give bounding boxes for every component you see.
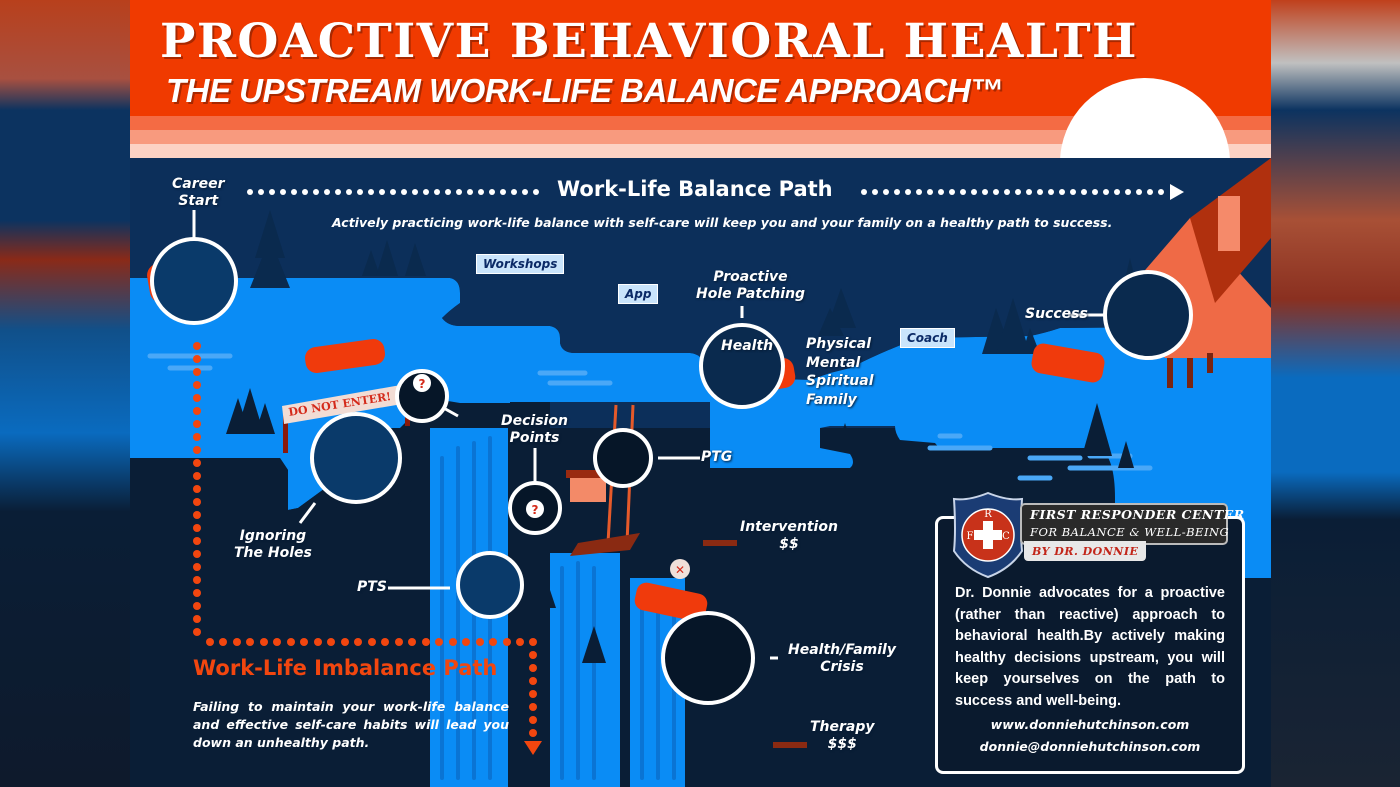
imbalance-path-description: Failing to maintain your work-life balan… <box>193 699 509 750</box>
header-stripe <box>130 130 1271 144</box>
email-link[interactable]: donnie@donniehutchinson.com <box>979 739 1201 754</box>
header-stripe <box>130 144 1271 158</box>
badge-letter: R <box>984 509 992 520</box>
header-stripe <box>130 116 1271 130</box>
page-subtitle: THE UPSTREAM WORK-LIFE BALANCE APPROACH™ <box>166 72 1003 109</box>
balance-path-description: Actively practicing work-life balance wi… <box>332 215 1113 230</box>
health-dimensions-list: Physical Mental Spiritual Family <box>806 336 874 408</box>
therapy-label: Therapy $$$ <box>810 719 875 752</box>
poster-header: PROACTIVE BEHAVIORAL HEALTH THE UPSTREAM… <box>130 0 1271 158</box>
blurred-background-right <box>1271 0 1400 787</box>
blurred-background-left <box>0 0 130 787</box>
intervention-label: Intervention $$ <box>740 519 838 552</box>
coach-sign: Coach <box>900 328 955 348</box>
ptg-label: PTG <box>701 449 733 465</box>
health-family-crisis-label: Health/Family Crisis <box>788 642 896 675</box>
infographic-poster: PROACTIVE BEHAVIORAL HEALTH THE UPSTREAM… <box>130 0 1271 787</box>
frc-shield-logo-icon: R F C <box>952 491 1024 579</box>
balance-path-title: Work-Life Balance Path <box>557 177 833 201</box>
app-sign: App <box>618 284 659 304</box>
workshops-sign: Workshops <box>476 254 565 274</box>
decision-points-label: Decision Points <box>501 413 568 446</box>
info-description: Dr. Donnie advocates for a proactive (ra… <box>955 585 1225 709</box>
page-title: PROACTIVE BEHAVIORAL HEALTH <box>160 14 1138 69</box>
health-label: Health <box>721 338 774 354</box>
svg-text:?: ? <box>419 377 426 391</box>
ignoring-the-holes-label: Ignoring The Holes <box>234 528 312 561</box>
river-scene: ?? ✕ Work-Life Balance Path Actively prac… <box>130 158 1271 787</box>
organization-tagline: FOR BALANCE & WELL-BEING <box>1030 525 1230 539</box>
river-illustration: ?? ✕ <box>130 158 1271 787</box>
organization-byline: BY DR. DONNIE <box>1024 541 1147 561</box>
proactive-hole-patching-label: Proactive Hole Patching <box>696 269 806 302</box>
imbalance-path-title: Work-Life Imbalance Path <box>193 656 498 680</box>
career-start-label: Career Start <box>172 176 225 209</box>
pts-label: PTS <box>357 579 387 595</box>
sun-icon <box>1060 78 1230 158</box>
organization-banner: FIRST RESPONDER CENTER FOR BALANCE & WEL… <box>1020 503 1244 545</box>
badge-letter: C <box>1002 531 1010 542</box>
svg-text:?: ? <box>532 503 539 517</box>
badge-letter: F <box>967 531 974 542</box>
success-label: Success <box>1025 306 1088 322</box>
website-link[interactable]: www.donniehutchinson.com <box>990 717 1190 732</box>
svg-text:✕: ✕ <box>675 563 685 577</box>
organization-name: FIRST RESPONDER CENTER <box>1030 507 1245 522</box>
